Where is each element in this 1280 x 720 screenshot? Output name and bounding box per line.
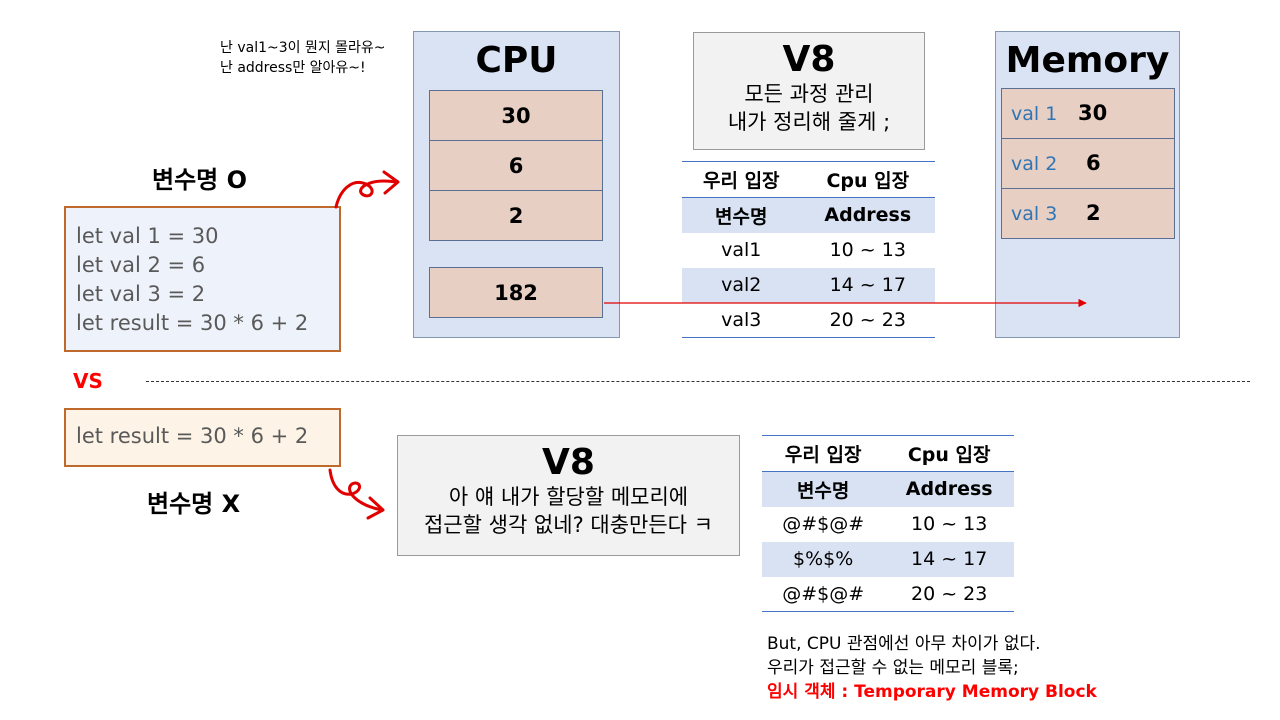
table-row: @#$@# 10 ~ 13 [762, 507, 1014, 542]
table-subheader-address: Address [884, 471, 1014, 507]
cpu-panel: CPU 30 6 2 182 [413, 31, 620, 338]
table-cell: val1 [721, 239, 762, 261]
memory-cell-label: val 2 [1011, 153, 1058, 175]
table-subheader-varname: 변수명 [762, 471, 885, 507]
cpu-note: 난 val1~3이 뭔지 몰라유~ 난 address만 알아유~! [220, 38, 386, 78]
table-cell: @#$@# [762, 576, 885, 612]
code-line: let result = 30 * 6 + 2 [76, 311, 309, 335]
table-header-ours: 우리 입장 [762, 435, 885, 472]
named-variables-label: 변수명 O [152, 166, 247, 194]
v8-box-unnamed: V8 아 얘 내가 할당할 메모리에 접근할 생각 없네? 대충만든다 ㅋ [397, 435, 740, 556]
code-line: let result = 30 * 6 + 2 [76, 424, 309, 448]
table-cell: 20 ~ 23 [884, 576, 1014, 612]
table-subheader-address: Address [800, 197, 935, 233]
table-header-ours: 우리 입장 [682, 161, 801, 198]
v8-desc-line-1: 모든 과정 관리 [744, 82, 874, 106]
table-row: val3 20 ~ 23 [682, 302, 935, 338]
cpu-register-1: 30 [429, 90, 603, 141]
section-divider [146, 381, 1250, 382]
memory-panel: Memory val 1 30 val 2 6 val 3 2 [995, 31, 1180, 338]
memory-cell-3: val 3 2 [1001, 188, 1175, 239]
table-cell: val2 [682, 267, 801, 303]
table-cell: 14 ~ 17 [800, 267, 935, 303]
table-cell: 20 ~ 23 [800, 302, 935, 338]
table-header-cpu: Cpu 입장 [884, 435, 1014, 472]
memory-cell-label: val 3 [1011, 203, 1058, 225]
memory-cell-2: val 2 6 [1001, 138, 1175, 189]
memory-cell-value: 2 [1086, 201, 1101, 225]
v8-title: V8 [542, 442, 595, 483]
code-line: let val 2 = 6 [76, 253, 206, 277]
address-table-unnamed: 우리 입장 Cpu 입장 변수명 Address @#$@# 10 ~ 13 $… [762, 435, 1014, 612]
code-line: let val 3 = 2 [76, 282, 206, 306]
table-row: @#$@# 20 ~ 23 [762, 576, 1014, 612]
cpu-title: CPU [475, 40, 558, 81]
table-cell: 10 ~ 13 [829, 239, 906, 261]
footer-highlight: 임시 객체 : Temporary Memory Block [767, 682, 1097, 702]
v8-box-named: V8 모든 과정 관리 내가 정리해 줄게 ; [693, 32, 925, 150]
v8-title: V8 [782, 39, 836, 80]
memory-title: Memory [1005, 40, 1170, 81]
cpu-register-3: 2 [429, 190, 603, 241]
table-header-cpu: Cpu 입장 [800, 161, 935, 198]
curly-arrow-bottom [328, 468, 384, 512]
memory-cell-value: 6 [1086, 151, 1101, 175]
cpu-note-line-2: 난 address만 알아유~! [220, 60, 366, 76]
footer-line-2: 우리가 접근할 수 없는 메모리 블록; [767, 658, 1019, 678]
table-cell: 14 ~ 17 [884, 541, 1014, 577]
footer-notes: But, CPU 관점에선 아무 차이가 없다. 우리가 접근할 수 없는 메모… [767, 632, 1097, 704]
table-row: val2 14 ~ 17 [682, 267, 935, 303]
table-row: val1 10 ~ 13 [682, 233, 935, 268]
v8-desc-line-1: 아 얘 내가 할당할 메모리에 [448, 485, 689, 509]
vs-label: VS [73, 369, 103, 393]
table-cell: val3 [682, 302, 801, 338]
table-row: $%$% 14 ~ 17 [762, 541, 1014, 577]
address-table-named: 우리 입장 Cpu 입장 변수명 Address val1 10 ~ 13 va… [682, 161, 935, 338]
table-cell: $%$% [762, 541, 885, 577]
cpu-result-register: 182 [429, 267, 603, 318]
memory-cell-1: val 1 30 [1001, 88, 1175, 139]
curly-arrow-top-head [382, 170, 400, 195]
table-cell: 10 ~ 13 [911, 513, 988, 535]
footer-line-1: But, CPU 관점에선 아무 차이가 없다. [767, 634, 1041, 654]
v8-desc-line-2: 내가 정리해 줄게 ; [727, 110, 891, 134]
curly-arrow-top [334, 179, 398, 209]
code-box-named: let val 1 = 30 let val 2 = 6 let val 3 =… [64, 206, 341, 352]
curly-arrow-bottom-head [366, 496, 385, 520]
memory-cell-value: 30 [1078, 101, 1108, 125]
unnamed-variables-label: 변수명 X [147, 490, 241, 518]
cpu-note-line-1: 난 val1~3이 뭔지 몰라유~ [220, 40, 386, 56]
v8-desc-line-2: 접근할 생각 없네? 대충만든다 ㅋ [423, 513, 713, 537]
code-box-unnamed: let result = 30 * 6 + 2 [64, 408, 341, 467]
code-line: let val 1 = 30 [76, 224, 219, 248]
table-cell: @#$@# [782, 513, 865, 535]
memory-cell-label: val 1 [1011, 103, 1058, 125]
table-subheader-varname: 변수명 [682, 197, 801, 233]
